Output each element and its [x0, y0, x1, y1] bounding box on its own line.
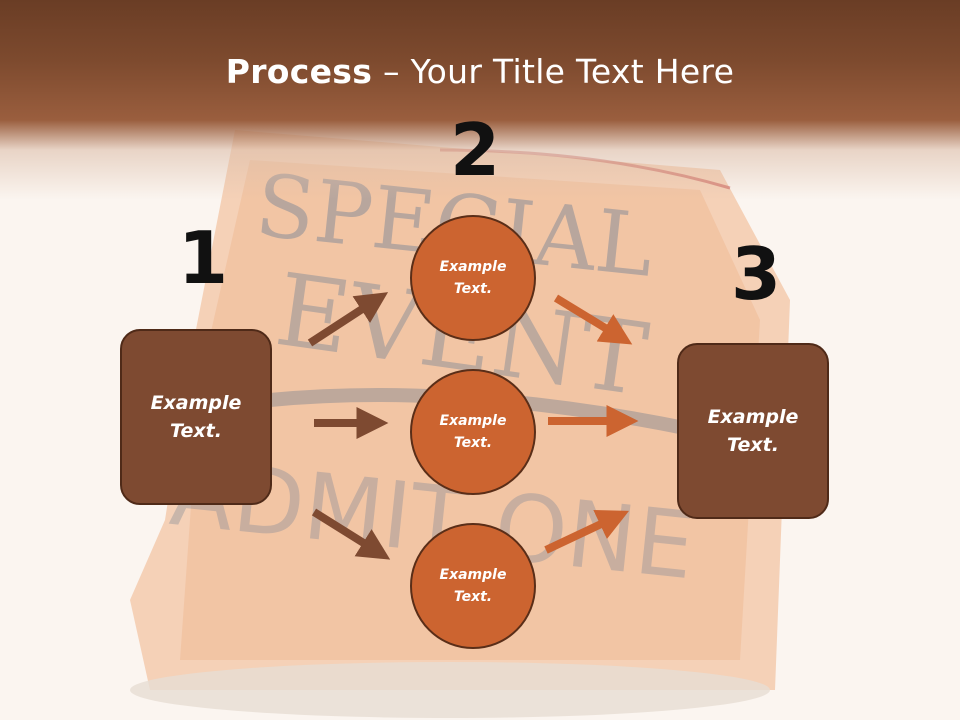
- step-2-circle-bottom[interactable]: Example Text.: [410, 523, 536, 649]
- step-1-text-line2: Text.: [170, 420, 222, 442]
- arrow-box1-to-circle-top: [307, 292, 389, 347]
- circle-middle-text-line1: Example: [439, 412, 507, 429]
- step-1-text-line1: Example: [150, 391, 242, 414]
- arrow-circle-bottom-to-box3: [544, 510, 630, 554]
- circle-top-text-line1: Example: [439, 258, 507, 275]
- step-1-box[interactable]: Example Text.: [120, 329, 272, 505]
- step-3-box[interactable]: Example Text.: [677, 343, 829, 519]
- circle-bottom-text-line1: Example: [439, 566, 507, 583]
- title-dash: –: [383, 52, 400, 91]
- step-number-1: 1: [178, 216, 229, 300]
- step-number-2: 2: [450, 108, 501, 192]
- title-band: [0, 0, 960, 200]
- step-number-3: 3: [731, 232, 782, 316]
- step-1-text: Example Text.: [151, 389, 242, 446]
- arrow-box1-to-circle-bottom: [311, 508, 391, 560]
- step-3-text: Example Text.: [708, 403, 799, 460]
- circle-bottom-text-line2: Text.: [453, 589, 493, 605]
- step-2-circle-top[interactable]: Example Text.: [410, 215, 536, 341]
- circle-bottom-text: Example Text.: [440, 564, 507, 609]
- title-bold: Process: [225, 52, 373, 91]
- step-3-text-line1: Example: [707, 405, 799, 428]
- circle-top-text: Example Text.: [440, 256, 507, 301]
- slide-title: Process – Your Title Text Here: [0, 52, 960, 91]
- step-2-circle-middle[interactable]: Example Text.: [410, 369, 536, 495]
- circle-middle-text: Example Text.: [440, 410, 507, 455]
- circle-top-text-line2: Text.: [453, 281, 493, 297]
- circle-middle-text-line2: Text.: [453, 435, 493, 451]
- step-3-text-line2: Text.: [727, 434, 779, 456]
- title-rest: Your Title Text Here: [410, 52, 735, 91]
- arrow-circle-top-to-box3: [553, 294, 633, 345]
